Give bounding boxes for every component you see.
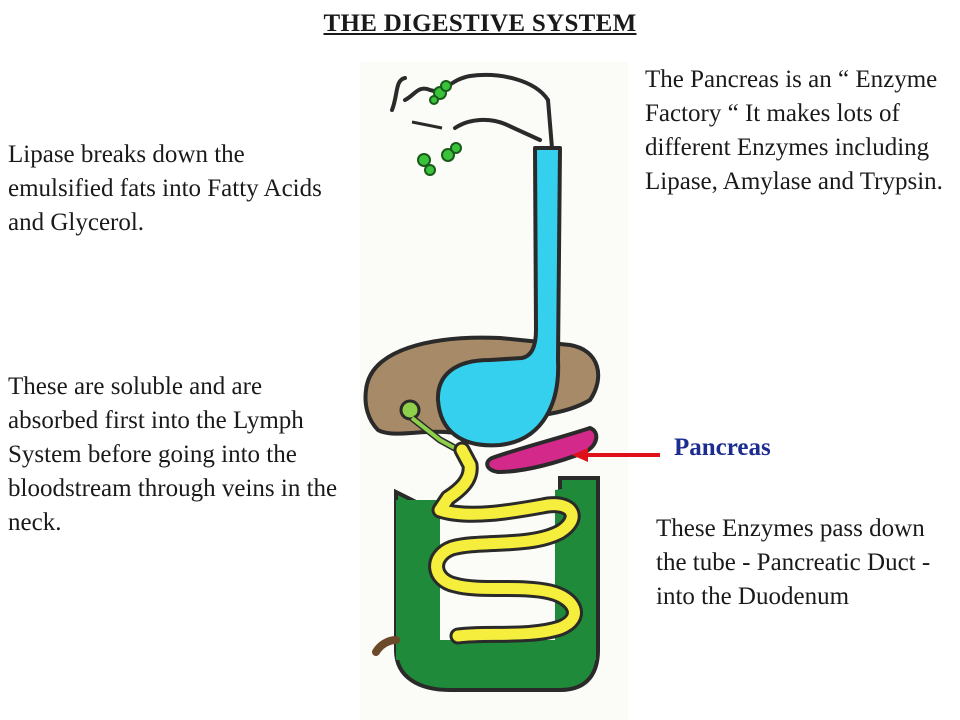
stomach: [435, 146, 562, 448]
appendix: [372, 636, 400, 656]
enzyme-path-description: These Enzymes pass down the tube - Pancr…: [656, 515, 931, 610]
throat-outline: [453, 117, 542, 142]
absorption-description: These are soluble and are absorbed first…: [8, 373, 338, 536]
salivary-glands: [417, 80, 462, 176]
gall-bladder: [399, 399, 421, 421]
head-outline: [390, 73, 554, 150]
lipase-description: Lipase breaks down the emulsified fats i…: [8, 141, 322, 236]
pancreas-description: The Pancreas is an “ Enzyme Factory “ It…: [645, 66, 943, 195]
small-intestine: [431, 444, 580, 642]
pancreas-arrow-head: [572, 448, 588, 462]
jaw-outline: [411, 120, 443, 130]
pancreas-label: Pancreas: [674, 434, 771, 461]
page-title: THE DIGESTIVE SYSTEM: [323, 10, 637, 37]
